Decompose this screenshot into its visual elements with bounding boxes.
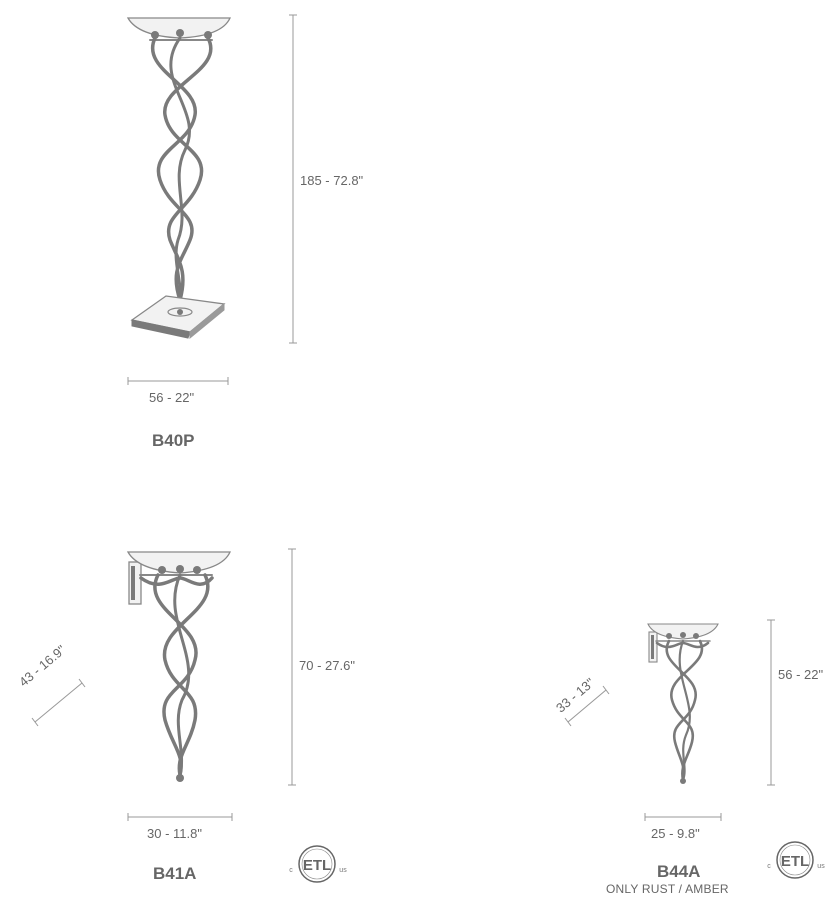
b44a-width-label: 25 - 9.8" <box>651 826 700 841</box>
b44a-dimensions <box>564 619 775 821</box>
etl-certification-icon-2: ETL c us <box>767 841 825 879</box>
b40p-drawing <box>126 17 232 340</box>
etl-left-text: c <box>289 867 293 874</box>
b41a-height-label: 70 - 27.6" <box>299 658 355 673</box>
etl-certification-icon: ETL c us <box>289 845 347 883</box>
b41a-drawing <box>126 551 232 782</box>
b40p-width-label: 56 - 22" <box>149 390 195 405</box>
b40p-height-label: 185 - 72.8" <box>300 173 364 188</box>
b41a-width-label: 30 - 11.8" <box>147 826 202 841</box>
etl-right-text: us <box>339 867 347 874</box>
b44a-drawing <box>647 623 719 784</box>
b40p-dimensions <box>127 14 297 385</box>
b44a-height-label: 56 - 22" <box>778 667 824 682</box>
etl-right-text-2: us <box>817 863 825 870</box>
etl-left-text-2: c <box>767 863 771 870</box>
etl-mark-text-2: ETL <box>781 853 809 870</box>
b40p-product-code: B40P <box>152 431 195 450</box>
b44a-finish-note: ONLY RUST / AMBER <box>606 882 729 896</box>
etl-mark-text: ETL <box>303 857 331 874</box>
b41a-product-code: B41A <box>153 864 197 883</box>
b41a-dimensions <box>31 548 296 821</box>
b44a-product-code: B44A <box>657 862 701 881</box>
